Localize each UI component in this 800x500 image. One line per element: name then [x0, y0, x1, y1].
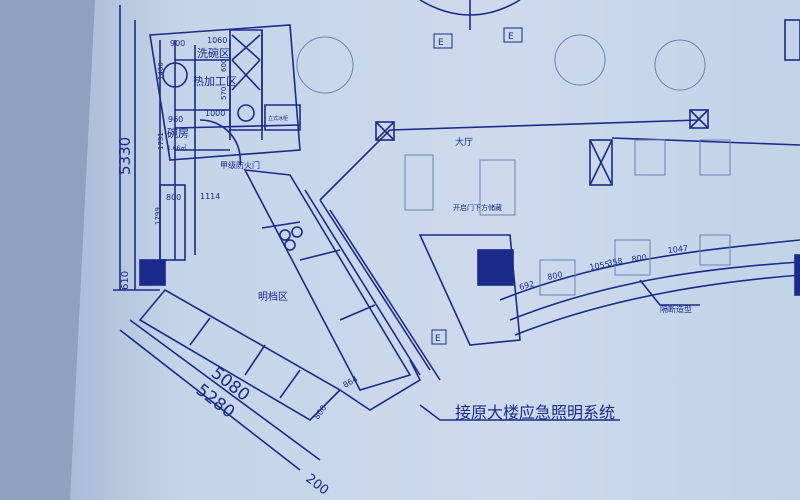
floor-plan	[113, 0, 800, 471]
label-hot-kitchen: 热加工区	[193, 75, 237, 88]
label-dishwashing: 洗碗区	[197, 46, 230, 60]
dim: 1114	[200, 192, 220, 201]
label-partition: 隔断造型	[660, 304, 692, 314]
exit-sign: E	[508, 32, 514, 42]
dim: 358	[607, 256, 624, 268]
label-fire-door: 甲级防火门	[220, 160, 260, 170]
exit-signs	[431, 27, 523, 345]
dim: 900	[170, 39, 185, 48]
dim: 600	[220, 59, 228, 72]
label-bowl-room-area: 1.66㎡	[167, 144, 186, 152]
dim: 1799	[154, 207, 162, 225]
dim: 800	[547, 270, 564, 282]
page	[70, 0, 800, 500]
label-open-counter: 明档区	[258, 290, 288, 303]
dim: 960	[168, 115, 183, 124]
label-cabinet: 立式冰柜	[268, 115, 288, 122]
furniture	[296, 34, 731, 296]
exit-sign: E	[438, 38, 444, 48]
label-bowl-room: 碗房	[167, 126, 189, 140]
column	[139, 259, 166, 286]
dim: 1055	[589, 260, 611, 272]
dim: 1047	[667, 244, 688, 255]
room-labels: 洗碗区 热加工区 碗房 1.66㎡ 甲级防火门 立式冰柜 大厅 明档区 开启门下…	[167, 46, 692, 422]
dim: 5330	[116, 137, 134, 175]
dim: 610	[120, 271, 131, 290]
dim: 570	[220, 87, 228, 100]
dim: 692	[518, 279, 535, 292]
label-hall: 大厅	[455, 136, 473, 148]
dim: 1400	[157, 62, 165, 80]
dim: 800	[631, 253, 647, 264]
dim: 1731	[157, 132, 165, 150]
exit-sign: E	[435, 334, 441, 344]
dim: 800	[166, 193, 181, 202]
label-emergency-light: 接原大楼应急照明系统	[455, 403, 615, 422]
dim: 1060	[207, 36, 227, 45]
label-under-door: 开启门下方储藏	[453, 203, 502, 212]
dim: 1000	[205, 109, 225, 118]
